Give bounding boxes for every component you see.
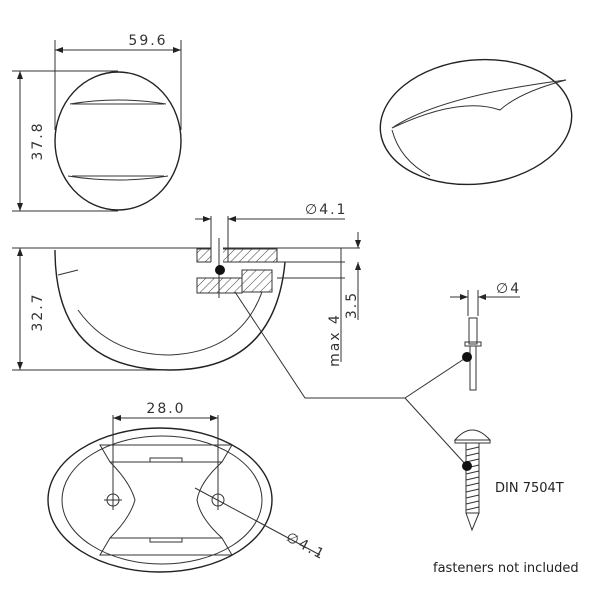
section-view: 32.7 ∅4.1 3.5 max 4 xyxy=(12,202,468,467)
hole-diameter-bottom: ∅4.1 xyxy=(283,529,328,563)
hole-spacing-dimension: 28.0 xyxy=(146,401,185,417)
height-dimension: 37.8 xyxy=(30,121,46,160)
panel-thickness-dimension: 3.5 xyxy=(344,291,360,319)
panel-max-dimension: max 4 xyxy=(327,313,343,367)
rivet-dot-icon xyxy=(215,265,225,275)
rivet-diameter: ∅4 xyxy=(496,281,521,297)
screw-standard-label: DIN 7504T xyxy=(495,481,564,496)
bottom-view: 28.0 ∅4.1 xyxy=(47,401,328,573)
depth-dimension: 32.7 xyxy=(30,292,46,331)
width-dimension: 59.6 xyxy=(128,33,167,49)
leader-line xyxy=(234,291,405,399)
front-view: 59.6 37.8 xyxy=(12,33,182,212)
fasteners-note: fasteners not included xyxy=(433,561,579,576)
hole-diameter-top: ∅4.1 xyxy=(305,202,347,218)
isometric-view xyxy=(379,58,573,186)
screw-icon xyxy=(453,429,492,532)
rivet-icon: ∅4 xyxy=(450,281,521,391)
